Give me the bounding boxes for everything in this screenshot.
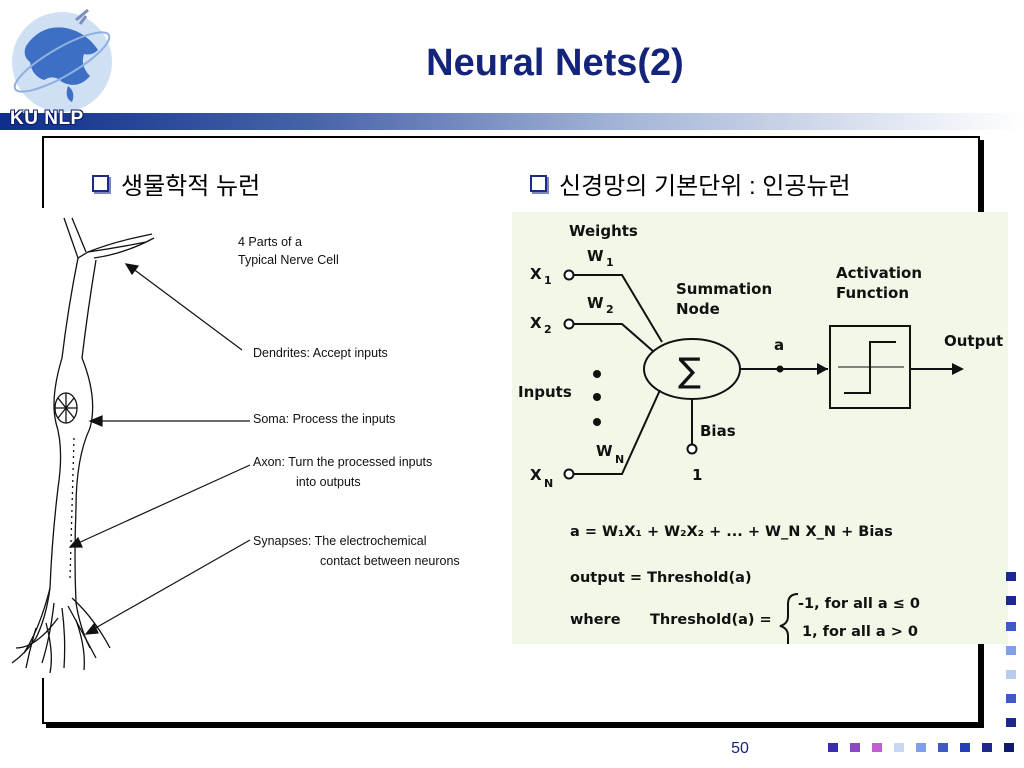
annotation-arrows	[68, 263, 251, 635]
header-bar	[0, 113, 1024, 130]
x1-subscript: 1	[544, 274, 552, 287]
caption-line2: Typical Nerve Cell	[238, 253, 339, 267]
inputs-label: Inputs	[518, 383, 572, 401]
threshold-lhs: Threshold(a) =	[650, 612, 772, 628]
bullet-artificial-neuron: 신경망의 기본단위 : 인공뉴런	[530, 166, 851, 201]
perceptron-drawing	[563, 269, 958, 648]
bullet-label: 신경망의 기본단위 : 인공뉴런	[559, 173, 851, 200]
dendrites-label: Dendrites: Accept inputs	[253, 346, 388, 360]
xn-label: X	[530, 466, 542, 484]
bullet-box-icon	[530, 175, 547, 192]
x2-subscript: 2	[544, 323, 552, 336]
synapses-label-line2: contact between neurons	[320, 554, 460, 568]
caption-line1: 4 Parts of a	[238, 235, 302, 249]
ku-nlp-logo	[6, 6, 116, 132]
summation-label-line1: Summation	[676, 280, 772, 298]
threshold-case2: 1, for all a > 0	[802, 624, 918, 640]
page-number: 50	[731, 740, 749, 757]
artificial-neuron-figure: Weights W 1 W 2 W N X 1 X 2 X N Inputs S…	[512, 212, 1008, 648]
wn-label: W	[596, 442, 613, 460]
a-label: a	[774, 336, 784, 354]
threshold-case1: -1, for all a ≤ 0	[798, 596, 920, 612]
summation-label-line2: Node	[676, 300, 720, 318]
bias-value: 1	[692, 466, 702, 484]
weights-label: Weights	[569, 222, 638, 240]
activation-label-line1: Activation	[836, 264, 922, 282]
axon-label-line1: Axon: Turn the processed inputs	[253, 455, 432, 469]
bias-label: Bias	[700, 422, 736, 440]
wn-subscript: N	[615, 453, 624, 466]
bullet-biological-neuron: 생물학적 뉴런	[92, 166, 260, 201]
logo-text: KU NLP	[10, 108, 84, 129]
soma-label: Soma: Process the inputs	[253, 412, 395, 426]
bullet-box-icon	[92, 175, 109, 192]
synapses-label-line1: Synapses: The electrochemical	[253, 534, 426, 548]
arrowheads	[593, 363, 964, 426]
w2-label: W	[587, 294, 604, 312]
activation-equation: a = W₁X₁ + W₂X₂ + ... + W_N X_N + Bias	[570, 524, 893, 540]
w2-subscript: 2	[606, 303, 614, 316]
x1-label: X	[530, 265, 542, 283]
output-equation: output = Threshold(a)	[570, 570, 752, 586]
axon-label-line2: into outputs	[296, 475, 361, 489]
where-label: where	[570, 612, 621, 628]
nerve-cell-figure: 4 Parts of a Typical Nerve Cell Dendrite…	[6, 208, 486, 678]
sigma-symbol: ∑	[678, 351, 701, 391]
bullet-label: 생물학적 뉴런	[121, 173, 261, 200]
w1-subscript: 1	[606, 256, 614, 269]
activation-label-line2: Function	[836, 284, 909, 302]
slide-title: Neural Nets(2)	[426, 42, 684, 84]
output-label: Output	[944, 332, 1003, 350]
xn-subscript: N	[544, 477, 553, 490]
nerve-cell-drawing	[11, 217, 155, 674]
x2-label: X	[530, 314, 542, 332]
w1-label: W	[587, 247, 604, 265]
